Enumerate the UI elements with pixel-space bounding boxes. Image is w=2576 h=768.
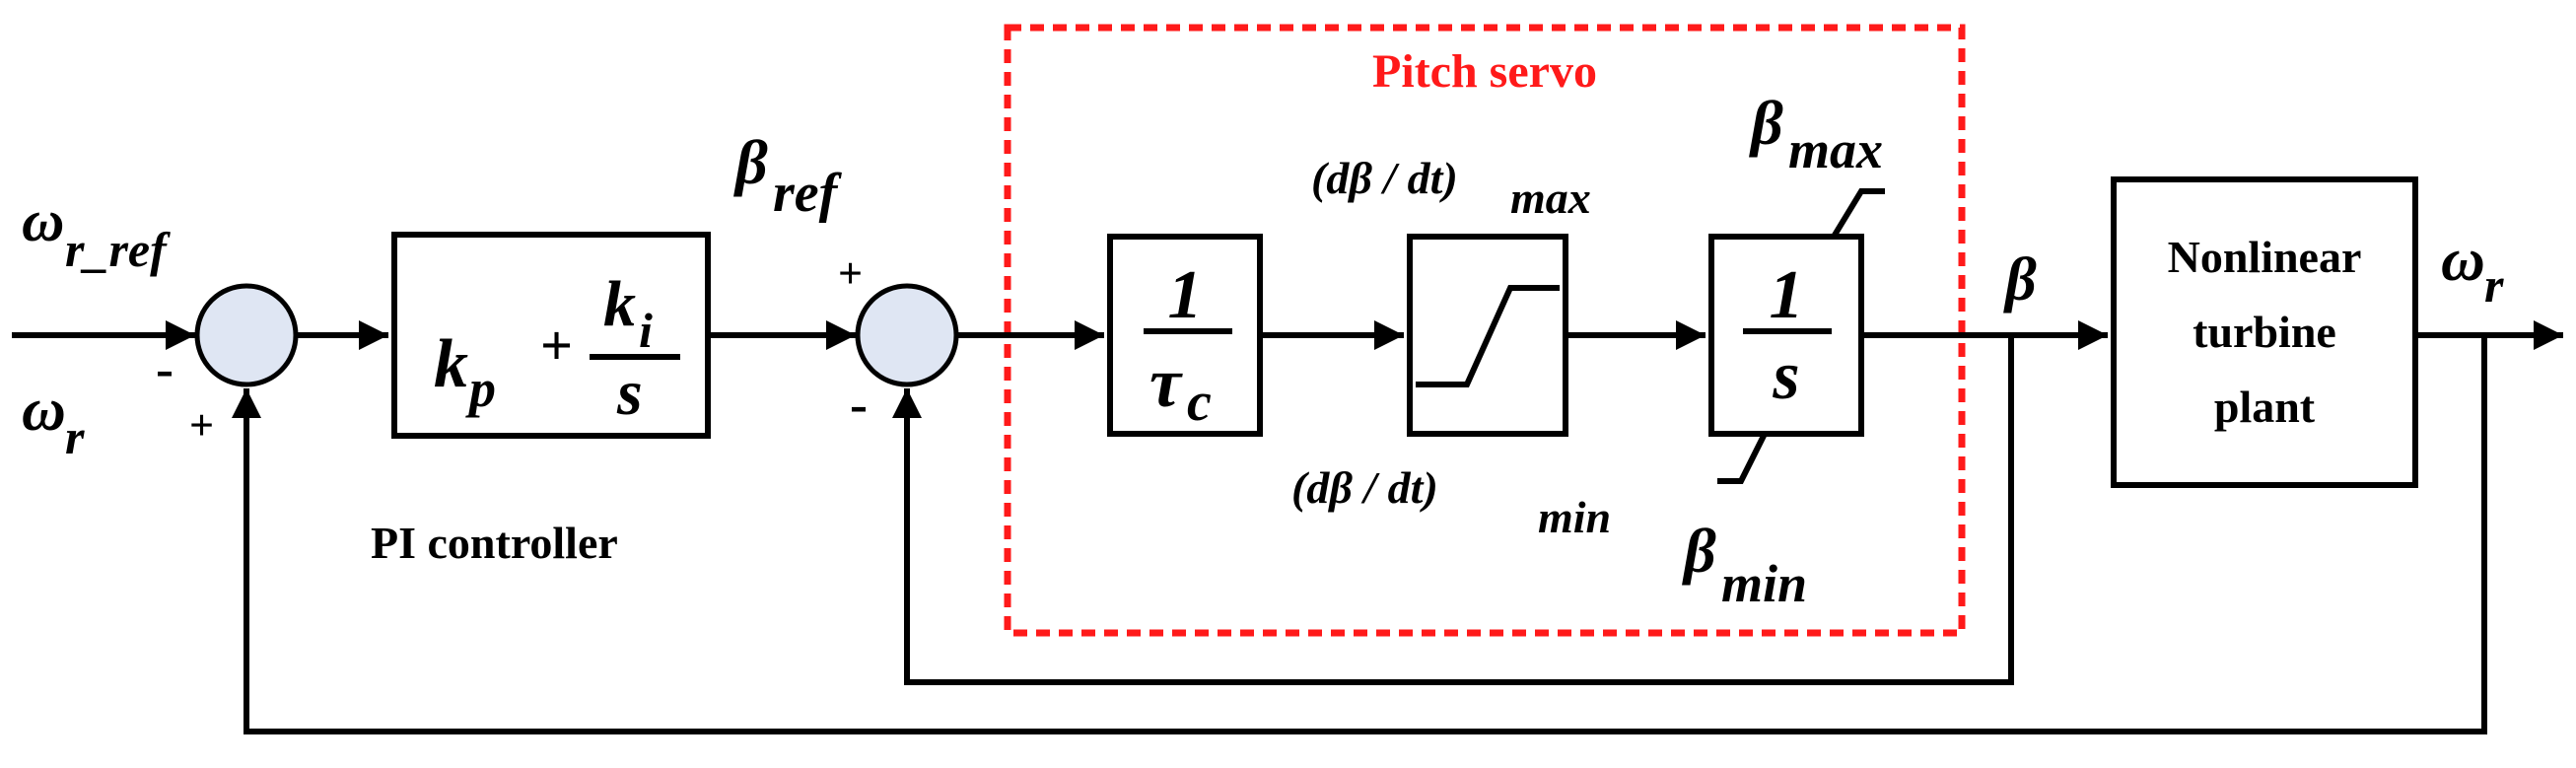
servo-numerator: 1 [1168, 257, 1203, 333]
saturation-max-tick [1831, 188, 1885, 239]
integrator-numerator: 1 [1770, 257, 1804, 333]
omega-r-output-subscript: r [2484, 257, 2504, 313]
pi-controller-block [391, 232, 711, 439]
beta-min-subscript: min [1721, 554, 1807, 613]
omega-ref-symbol: ω [22, 188, 64, 253]
rate-min-subscript: min [1538, 492, 1611, 542]
summing-junction-pitch [855, 283, 959, 387]
beta-max-subscript: max [1788, 120, 1883, 179]
rate-max-subscript: max [1510, 173, 1591, 223]
pi-ki-symbol: k [603, 268, 636, 340]
omega-ref-subscript: r_ref [65, 222, 171, 277]
wire-omega-feedback [232, 335, 2487, 734]
servo-tau-symbol: τ [1149, 343, 1183, 422]
turbine-plant-block [2111, 176, 2418, 488]
saturation-min-tick [1717, 432, 1768, 484]
sum2-minus-sign: - [850, 375, 868, 434]
beta-max-symbol: β [1749, 88, 1783, 158]
pitch-servo-frame [1004, 24, 1966, 637]
beta-ref-symbol: β [733, 127, 768, 197]
omega-r-output-symbol: ω [2441, 227, 2485, 294]
plant-label-line3: plant [2214, 382, 2316, 432]
beta-ref-subscript: ref [773, 163, 843, 224]
pi-controller-label: PI controller [371, 518, 618, 568]
integrator-block [1708, 234, 1864, 437]
pi-kp-symbol: k [434, 326, 468, 402]
pi-s-symbol: s [616, 357, 643, 429]
sum1-plus-sign: + [189, 401, 214, 450]
rate-limit-symbol-icon [1416, 285, 1560, 387]
pitch-servo-label: Pitch servo [1372, 45, 1597, 98]
beta-min-symbol: β [1682, 516, 1716, 586]
rate-min-label: (dβ / dt) [1291, 462, 1438, 513]
pi-ki-subscript: i [639, 303, 653, 358]
pi-kp-subscript: p [465, 359, 496, 418]
servo-tau-subscript: c [1187, 372, 1212, 433]
sum1-minus-sign: - [156, 339, 174, 398]
plant-label-line1: Nonlinear [2168, 232, 2362, 282]
omega-r-input-symbol: ω [22, 377, 66, 444]
pi-plus-sign: + [540, 314, 573, 378]
sum2-plus-sign: + [838, 249, 863, 298]
wire-beta-feedback [892, 335, 2014, 685]
plant-label-line2: turbine [2193, 307, 2336, 357]
integrator-s-symbol: s [1772, 338, 1799, 414]
beta-output-label: β [2003, 246, 2037, 314]
summing-junction-speed [194, 283, 299, 387]
rate-max-label: (dβ / dt) [1311, 153, 1458, 203]
omega-r-input-subscript: r [65, 409, 85, 464]
servo-lag-block [1107, 234, 1263, 437]
